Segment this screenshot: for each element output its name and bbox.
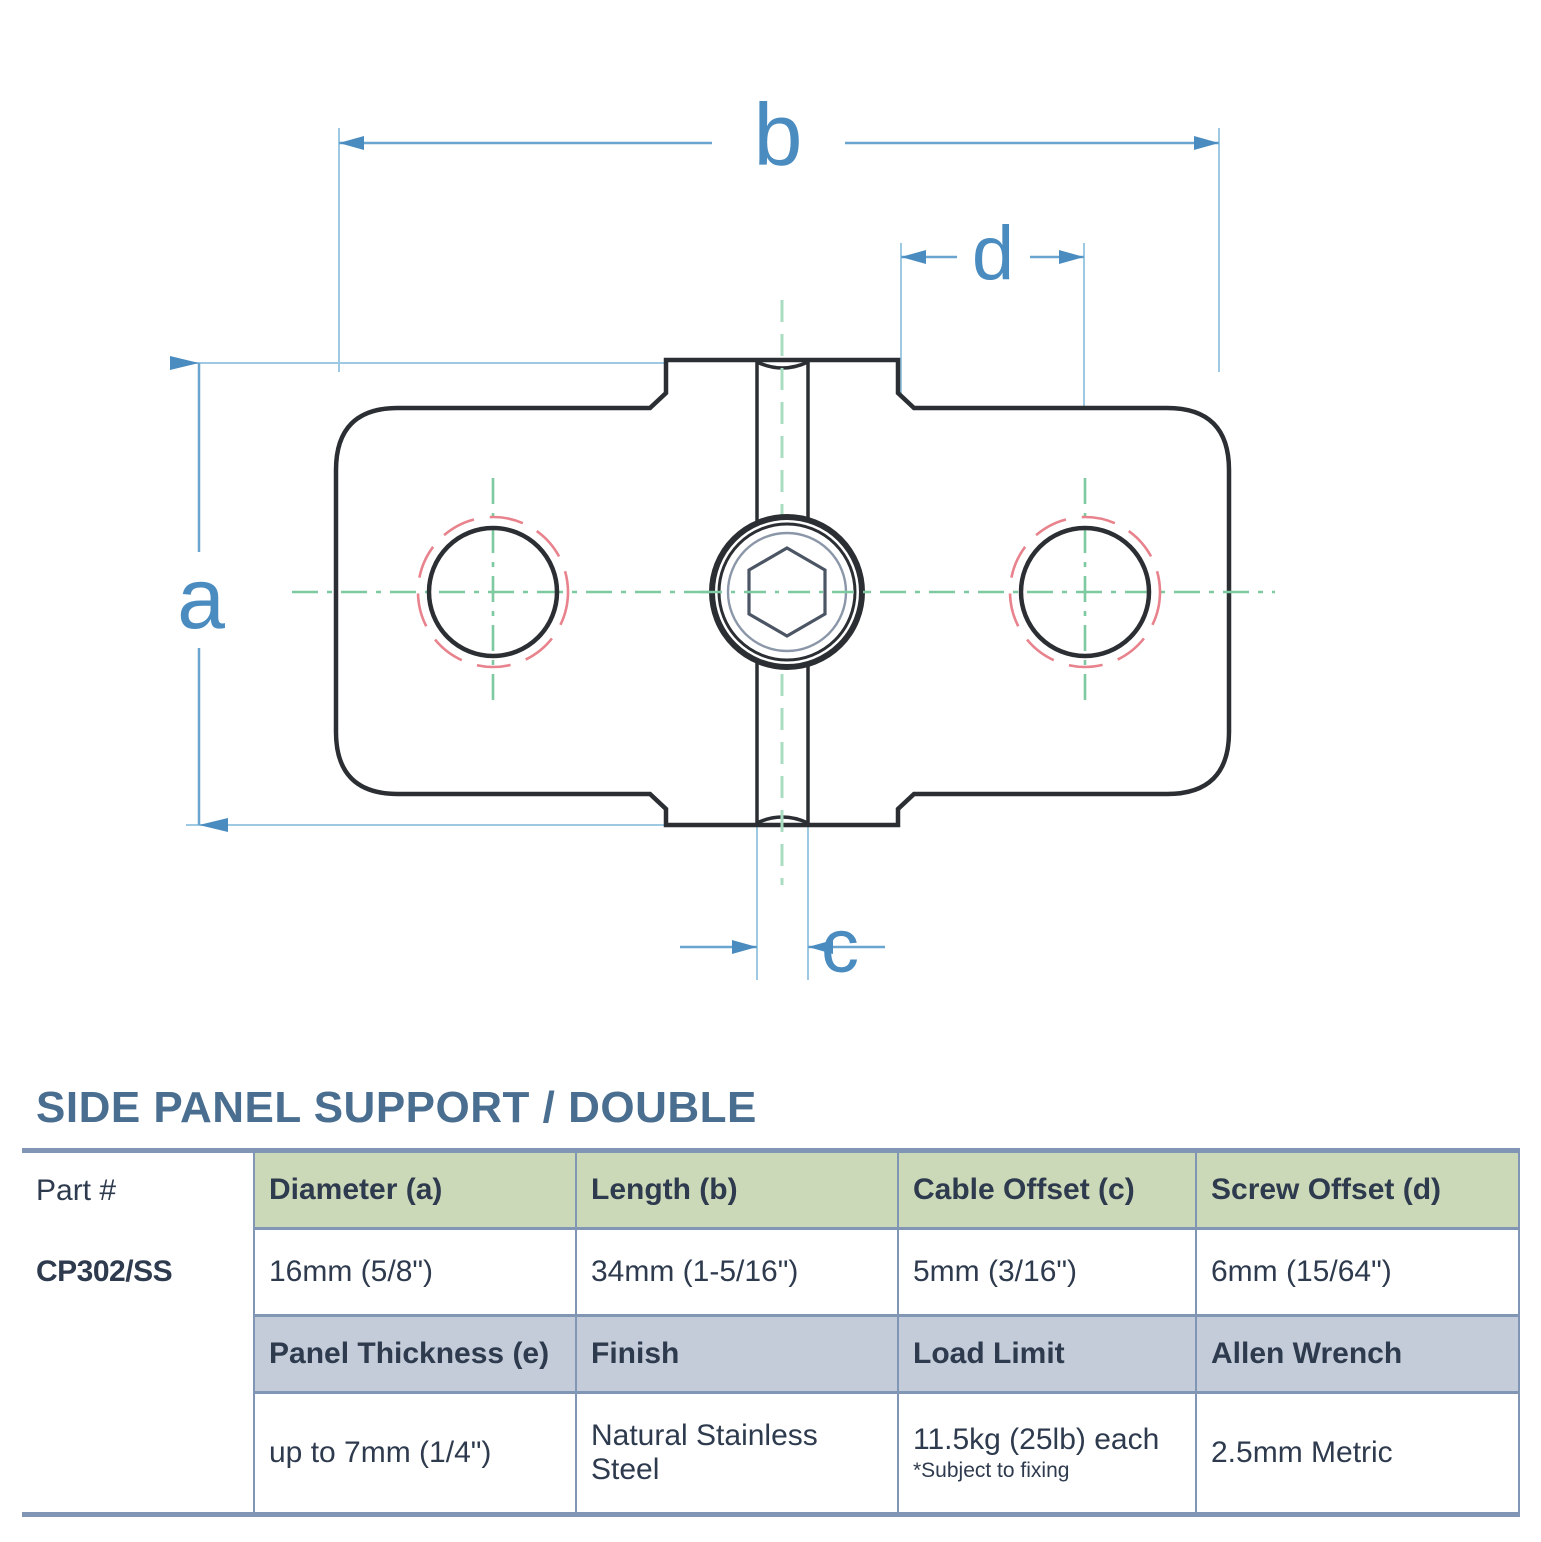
header-screw-offset: Screw Offset (d) [1195,1148,1520,1230]
value-length: 34mm (1-5/16") [575,1228,898,1316]
hex-socket-icon [747,546,827,638]
header-finish: Finish [575,1314,898,1394]
value-allen-wrench: 2.5mm Metric [1195,1392,1520,1517]
value-diameter: 16mm (5/8") [253,1228,576,1316]
header-load-limit: Load Limit [897,1314,1196,1394]
left-hole [416,515,570,669]
dimension-label-c: c [821,904,859,989]
header-cable-offset: Cable Offset (c) [897,1148,1196,1230]
dimension-label-b: b [754,85,803,184]
load-limit-note: *Subject to fixing [913,1458,1070,1482]
value-load-limit-main: 11.5kg (25lb) each [913,1423,1160,1457]
part-label-cell: Part # [22,1148,254,1229]
part-number-cell: CP302/SS [22,1228,254,1316]
dimension-label-a: a [177,551,225,647]
value-screw-offset: 6mm (15/64") [1195,1228,1520,1316]
spec-table: Part # Diameter (a) Length (b) Cable Off… [22,1148,1520,1517]
header-diameter: Diameter (a) [253,1148,576,1230]
table-header-row-1: Part # Diameter (a) Length (b) Cable Off… [22,1148,1520,1230]
header-allen-wrench: Allen Wrench [1195,1314,1520,1394]
header-panel-thickness: Panel Thickness (e) [253,1314,576,1394]
header-length: Length (b) [575,1148,898,1230]
technical-drawing: b d a c [170,85,1275,989]
spec-block: SIDE PANEL SUPPORT / DOUBLE Part # Diame… [0,1055,1541,1542]
table-header-row-2: Panel Thickness (e) Finish Load Limit Al… [22,1314,1520,1394]
page-title: SIDE PANEL SUPPORT / DOUBLE [36,1083,757,1132]
dimension-label-d: d [972,211,1014,296]
table-row-values-2: up to 7mm (1/4") Natural Stainless Steel… [22,1392,1520,1517]
value-finish: Natural Stainless Steel [575,1392,898,1517]
value-panel-thickness: up to 7mm (1/4") [253,1392,576,1517]
dimension-lines [170,136,1219,954]
value-cable-offset: 5mm (3/16") [897,1228,1196,1316]
value-finish-line1: Natural Stainless [591,1419,818,1453]
table-row-values-1: CP302/SS 16mm (5/8") 34mm (1-5/16") 5mm … [22,1228,1520,1316]
spacer-cell-a [22,1315,254,1393]
spacer-cell-b [22,1392,254,1517]
value-load-limit: 11.5kg (25lb) each *Subject to fixing [897,1392,1196,1517]
right-hole [1008,515,1162,669]
value-finish-line2: Steel [591,1453,660,1486]
